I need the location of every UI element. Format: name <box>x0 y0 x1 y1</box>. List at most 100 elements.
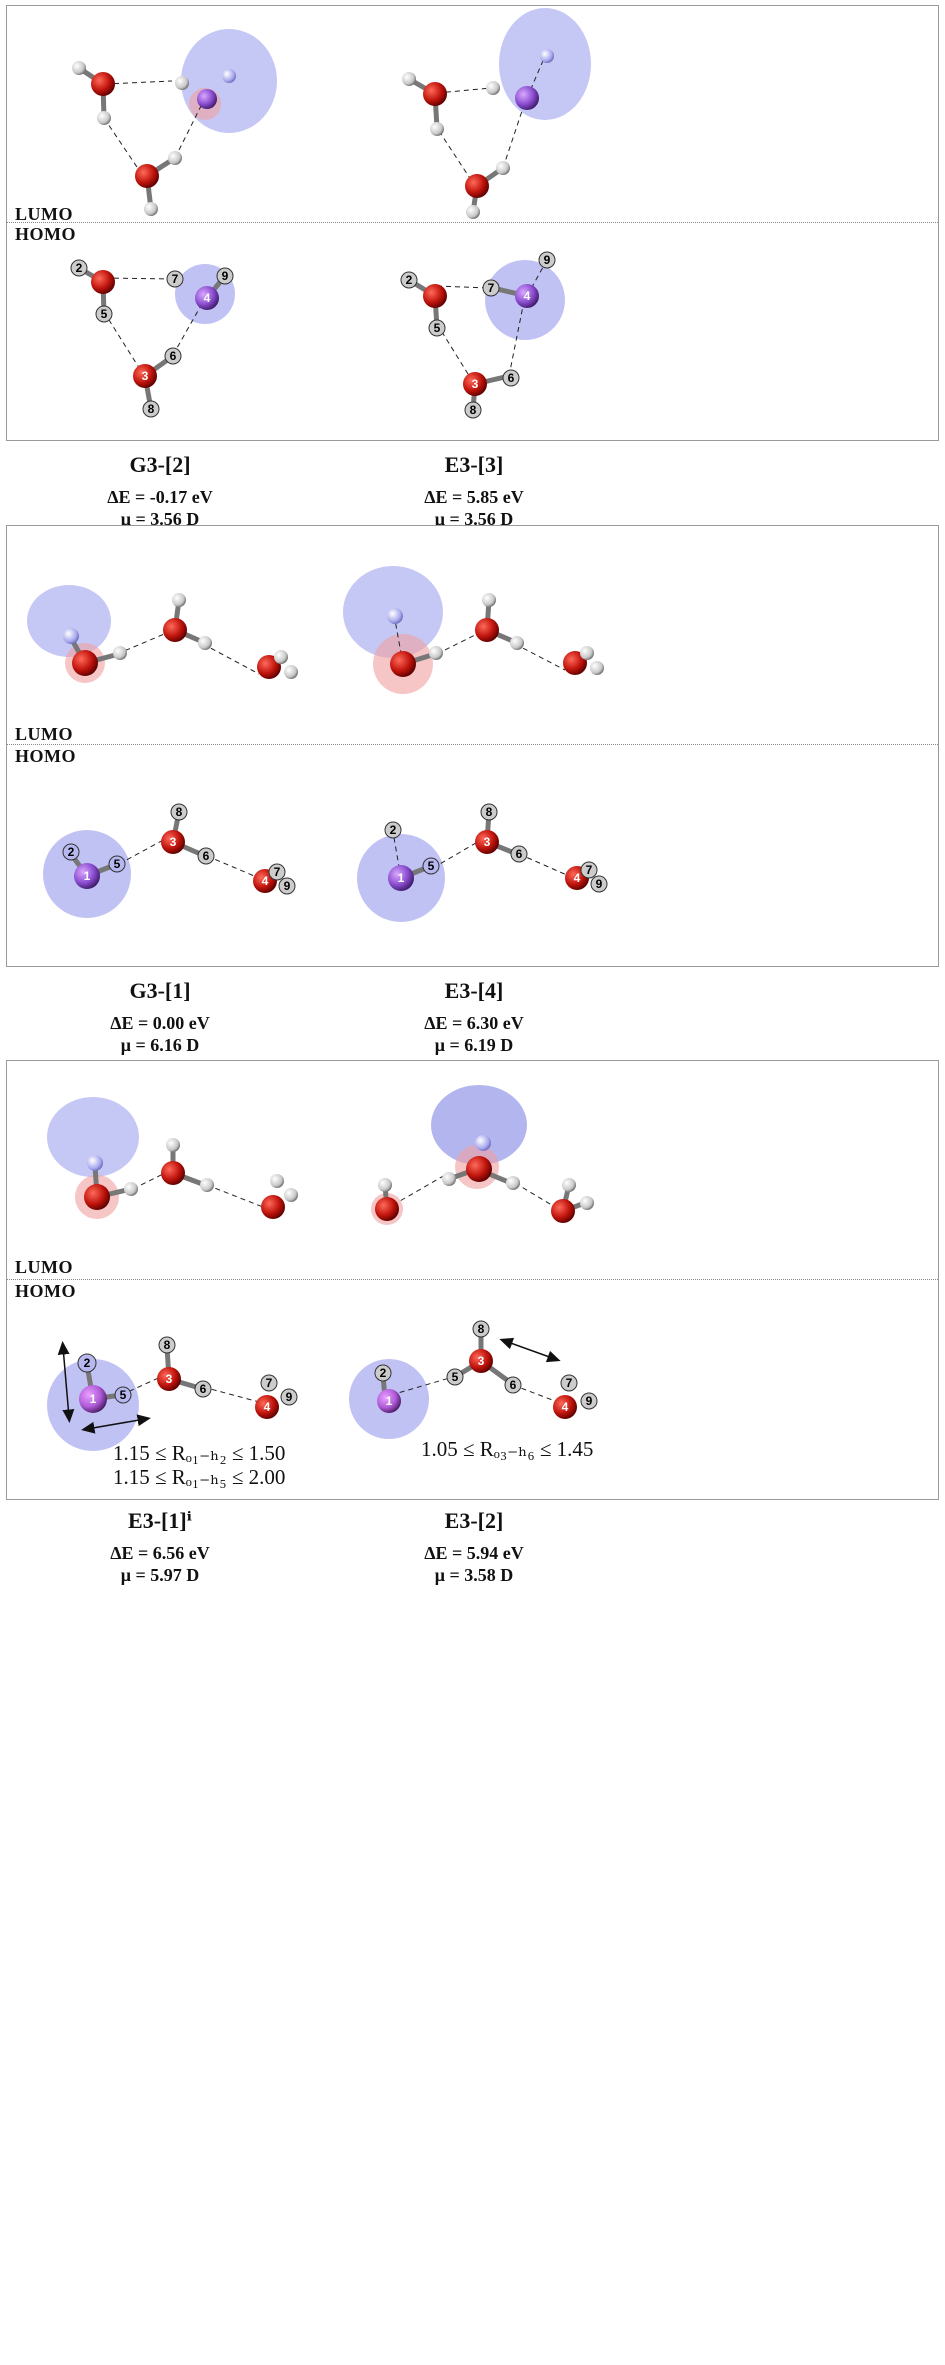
atom-label: 7 <box>274 865 281 879</box>
atom-label: 3 <box>166 1372 173 1386</box>
structure-name: E3-[1]ⁱ <box>128 1508 192 1533</box>
atom-label: 8 <box>148 402 155 416</box>
atom-label: 2 <box>390 823 397 837</box>
atom-label: 9 <box>222 269 229 283</box>
caption-e3-3: E3-[3] ΔE = 5.85 eV μ = 3.56 D <box>324 452 624 530</box>
orbital-divider <box>7 222 938 223</box>
stretch-arrow <box>57 1341 75 1423</box>
atom-label: 1 <box>90 1392 97 1406</box>
atom-label: 2 <box>76 261 83 275</box>
e3-2-lumo <box>371 1085 594 1225</box>
lumo-label: LUMO <box>15 1257 73 1277</box>
atom-label: 1 <box>386 1394 393 1408</box>
g3-1-lumo <box>27 585 298 683</box>
atom-label: 9 <box>544 253 551 267</box>
atom-label: 4 <box>204 291 211 305</box>
atom-label: 8 <box>176 805 183 819</box>
caption-g3-2: G3-[2] ΔE = -0.17 eV μ = 3.56 D <box>10 452 310 530</box>
dipole: μ = 6.16 D <box>120 1035 200 1055</box>
atom-label: 3 <box>484 835 491 849</box>
atom-label: 3 <box>142 369 149 383</box>
caption-e3-1: E3-[1]ⁱ ΔE = 6.56 eV μ = 5.97 D <box>10 1508 310 1586</box>
atom-label: 4 <box>264 1400 271 1414</box>
atom-label: 1 <box>398 871 405 885</box>
atom-label: 5 <box>114 857 121 871</box>
delta-e: ΔE = 5.85 eV <box>424 487 524 507</box>
caption-g3-1: G3-[1] ΔE = 0.00 eV μ = 6.16 D <box>10 978 310 1056</box>
atom-label: 6 <box>508 371 515 385</box>
atom-label: 5 <box>434 321 441 335</box>
structure-name: E3-[3] <box>444 452 504 477</box>
range-o1-h5: 1.15 ≤ Rₒ₁₋ₕ₅ ≤ 2.00 <box>113 1465 286 1489</box>
delta-e: ΔE = -0.17 eV <box>107 487 213 507</box>
lumo-label: LUMO <box>15 204 73 224</box>
g3-2-homo: 2 5 7 9 4 6 3 8 <box>70 259 235 418</box>
orbital-divider <box>7 744 938 745</box>
atom-label: 9 <box>596 877 603 891</box>
range-o1-h2: 1.15 ≤ Rₒ₁₋ₕ₂ ≤ 1.50 <box>113 1441 286 1465</box>
atom-label: 2 <box>68 845 75 859</box>
caption-e3-4: E3-[4] ΔE = 6.30 eV μ = 6.19 D <box>324 978 624 1056</box>
atom-label: 2 <box>84 1356 91 1370</box>
atom-label: 7 <box>488 281 495 295</box>
e3-1-lumo <box>47 1097 298 1219</box>
atom-label: 4 <box>524 289 531 303</box>
atom-label: 4 <box>262 874 269 888</box>
structure-name: E3-[2] <box>444 1508 504 1533</box>
panel-3: 1 2 5 3 8 6 4 7 9 <box>6 1060 939 1500</box>
e3-1-homo: 1 2 5 3 8 6 4 7 9 <box>47 1336 298 1451</box>
g3-2-lumo <box>72 29 277 216</box>
dipole: μ = 5.97 D <box>120 1565 200 1585</box>
atom-label: 8 <box>478 1322 485 1336</box>
atom-label: 7 <box>172 272 179 286</box>
atom-label: 1 <box>84 869 91 883</box>
atom-label: 7 <box>266 1376 273 1390</box>
atom-label: 6 <box>516 847 523 861</box>
g3-1-homo: 1 2 5 3 8 6 4 7 9 <box>43 803 296 918</box>
dipole: μ = 3.58 D <box>434 1565 514 1585</box>
delta-e: ΔE = 0.00 eV <box>110 1013 210 1033</box>
dipole: μ = 6.19 D <box>434 1035 514 1055</box>
e3-4-lumo <box>343 566 604 694</box>
e3-2-homo: 1 2 5 3 8 6 4 7 9 <box>349 1320 598 1439</box>
dipole: μ = 3.56 D <box>434 509 514 529</box>
orbital-divider <box>7 1279 938 1280</box>
range-o3-h6: 1.05 ≤ Rₒ₃₋ₕ₆ ≤ 1.45 <box>421 1437 594 1461</box>
stretch-arrow <box>81 1414 151 1434</box>
atom-label: 9 <box>286 1390 293 1404</box>
atom-label: 4 <box>574 871 581 885</box>
delta-e: ΔE = 6.30 eV <box>424 1013 524 1033</box>
panel-3-molecules: 1 2 5 3 8 6 4 7 9 <box>47 1085 598 1451</box>
e3-3-lumo <box>402 8 591 219</box>
stretch-arrow <box>499 1337 561 1363</box>
atom-label: 4 <box>562 1400 569 1414</box>
e3-4-homo: 1 2 5 3 8 6 4 7 9 <box>357 803 608 922</box>
atom-label: 2 <box>406 273 413 287</box>
panel-1: 2 5 7 9 4 6 3 8 <box>6 5 939 441</box>
delta-e: ΔE = 5.94 eV <box>424 1543 524 1563</box>
structure-name: E3-[4] <box>444 978 504 1003</box>
panel-2: 1 2 5 3 8 6 4 7 9 1 2 <box>6 525 939 967</box>
atom-label: 6 <box>200 1382 207 1396</box>
atom-label: 9 <box>586 1394 593 1408</box>
atom-label: 6 <box>170 349 177 363</box>
atom-label: 2 <box>380 1366 387 1380</box>
atom-label: 5 <box>101 307 108 321</box>
delta-e: ΔE = 6.56 eV <box>110 1543 210 1563</box>
atom-label: 3 <box>170 835 177 849</box>
atom-label: 8 <box>486 805 493 819</box>
homo-label: HOMO <box>15 224 76 244</box>
e3-3-homo: 2 5 7 9 4 6 3 8 <box>400 251 565 419</box>
atom-label: 5 <box>452 1370 459 1384</box>
panel-2-molecules: 1 2 5 3 8 6 4 7 9 1 2 <box>27 566 608 922</box>
dipole: μ = 3.56 D <box>120 509 200 529</box>
atom-label: 3 <box>472 377 479 391</box>
atom-label: 8 <box>164 1338 171 1352</box>
homo-label: HOMO <box>15 746 76 766</box>
atom-label: 5 <box>428 859 435 873</box>
atom-label: 9 <box>284 879 291 893</box>
lumo-label: LUMO <box>15 724 73 744</box>
homo-label: HOMO <box>15 1281 76 1301</box>
structure-name: G3-[1] <box>129 978 191 1003</box>
atom-label: 8 <box>470 403 477 417</box>
